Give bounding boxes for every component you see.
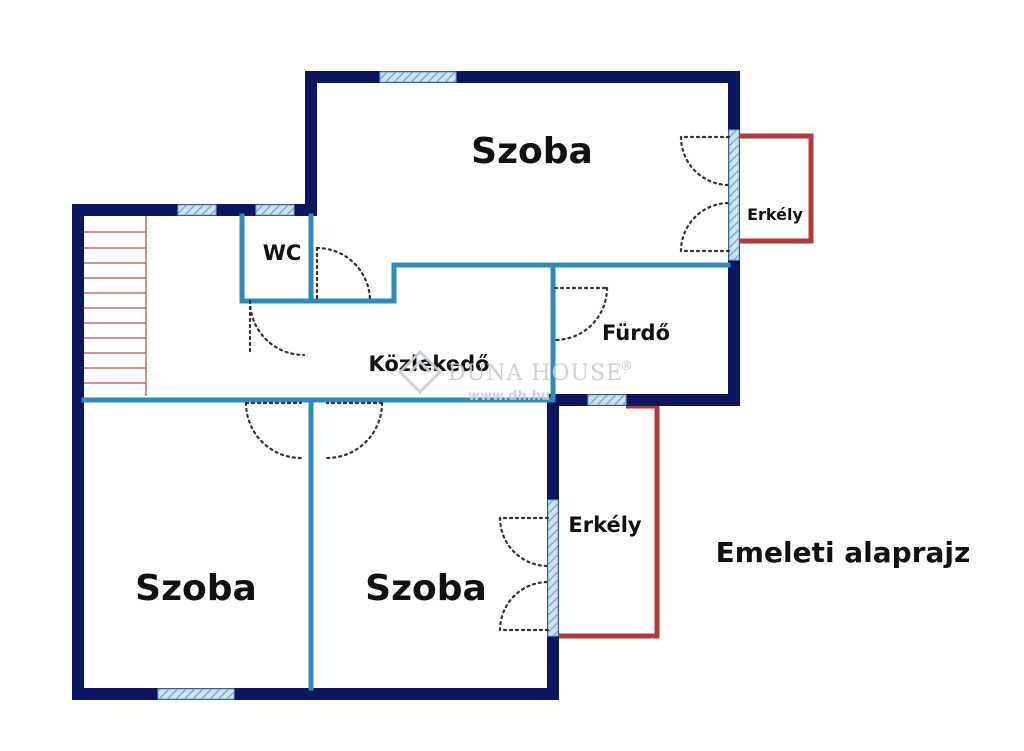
- room-label-erkely-top: Erkély: [747, 205, 803, 224]
- watermark-brand: DUNA HOUSE: [448, 361, 623, 386]
- watermark: DUNA HOUSE ® www.dh.hu: [397, 349, 633, 404]
- balcony-top-railing: [740, 133, 814, 244]
- room-label-szoba-top: Szoba: [471, 131, 593, 172]
- staircase: [84, 216, 147, 396]
- plan-title: Emeleti alaprajz: [716, 536, 971, 569]
- room-label-szoba-bottom-left: Szoba: [135, 568, 257, 609]
- watermark-registered: ®: [620, 359, 633, 374]
- doors: [244, 135, 731, 632]
- room-label-wc: WC: [263, 241, 302, 265]
- room-label-erkely-bottom: Erkély: [568, 513, 642, 537]
- duna-house-logo-icon: [397, 349, 443, 395]
- windows: [157, 71, 740, 700]
- room-label-szoba-bottom-right: Szoba: [365, 568, 487, 609]
- room-label-furdo: Fürdő: [602, 321, 670, 345]
- watermark-url: www.dh.hu: [468, 389, 550, 404]
- inner-walls: [81, 213, 731, 691]
